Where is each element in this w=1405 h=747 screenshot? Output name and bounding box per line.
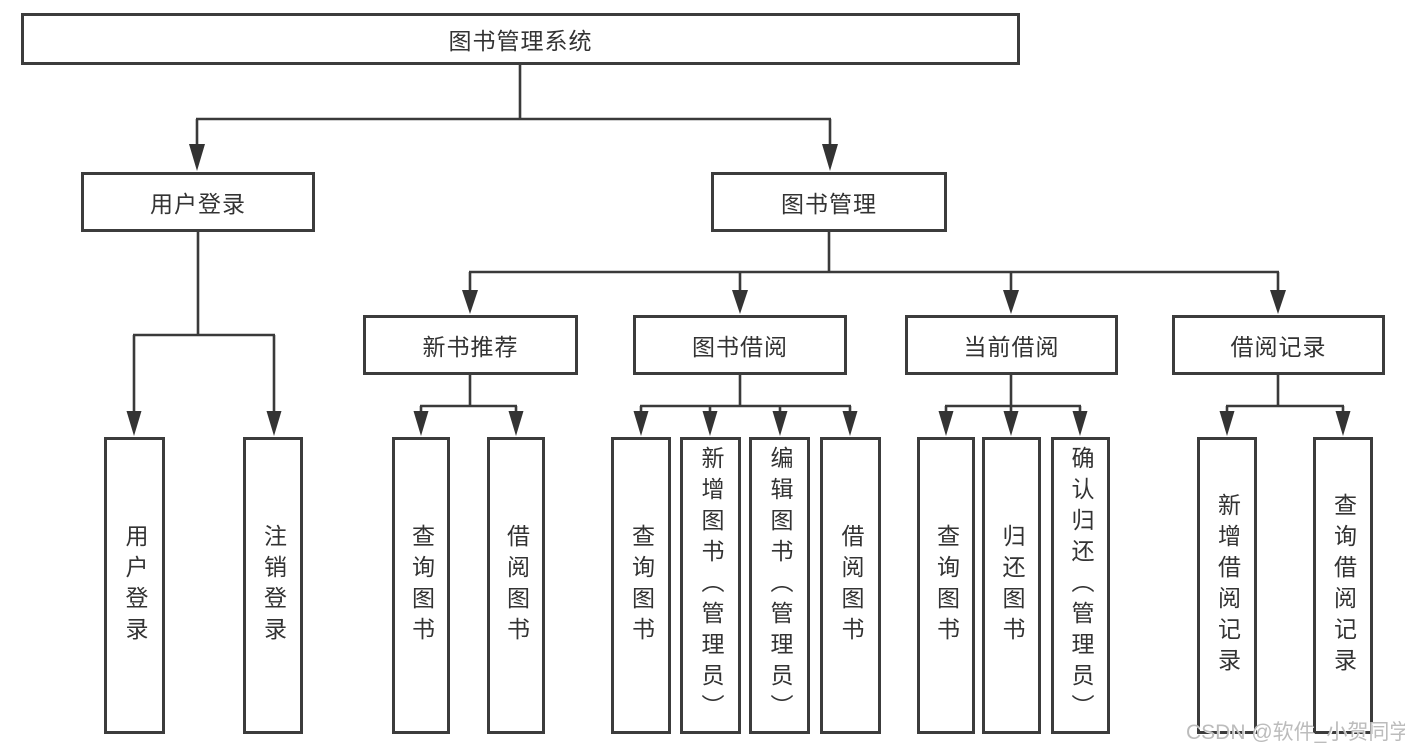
- leaf-query-books-current: 查询图书: [917, 437, 975, 734]
- node-label: 查询借阅记录: [1330, 492, 1357, 679]
- node-library-management-system: 图书管理系统: [21, 13, 1020, 65]
- node-book-borrowing: 图书借阅: [633, 315, 847, 375]
- leaf-edit-book-admin: 编辑图书（管理员）: [749, 437, 810, 734]
- node-label: 新增图书（管理员）: [698, 446, 724, 725]
- node-label: 新增借阅记录: [1214, 492, 1241, 679]
- node-label: 借阅图书: [838, 523, 864, 648]
- leaf-add-book-admin: 新增图书（管理员）: [680, 437, 741, 734]
- leaf-borrow-books-recommend: 借阅图书: [487, 437, 545, 734]
- node-label: 用户登录: [122, 523, 148, 648]
- leaf-return-book: 归还图书: [982, 437, 1041, 734]
- node-label: 图书管理: [781, 191, 877, 217]
- node-label: 借阅记录: [1230, 334, 1327, 360]
- node-label: 图书借阅: [692, 334, 788, 360]
- node-book-management: 图书管理: [711, 172, 947, 232]
- node-label: 用户登录: [150, 191, 246, 217]
- leaf-confirm-return-admin: 确认归还（管理员）: [1051, 437, 1110, 734]
- node-current-borrowing: 当前借阅: [905, 315, 1118, 375]
- node-label: 注销登录: [260, 523, 287, 648]
- csdn-watermark: CSDN @软件_小贺同学: [1186, 721, 1405, 744]
- node-label: 图书管理系统: [448, 28, 593, 54]
- node-label: 编辑图书（管理员）: [767, 446, 793, 725]
- node-label: 查询图书: [628, 523, 655, 648]
- node-user-login: 用户登录: [81, 172, 315, 232]
- node-label: 确认归还（管理员）: [1068, 446, 1094, 725]
- node-label: 归还图书: [999, 523, 1025, 648]
- node-label: 查询图书: [933, 523, 960, 648]
- node-label: 借阅图书: [503, 523, 530, 648]
- leaf-query-borrow-record: 查询借阅记录: [1313, 437, 1373, 734]
- leaf-logout: 注销登录: [243, 437, 303, 734]
- node-borrowing-records: 借阅记录: [1172, 315, 1385, 375]
- node-label: 查询图书: [408, 523, 435, 648]
- leaf-user-login: 用户登录: [104, 437, 165, 734]
- node-label: 当前借阅: [963, 334, 1060, 360]
- node-new-book-recommendation: 新书推荐: [363, 315, 578, 375]
- leaf-add-borrow-record: 新增借阅记录: [1197, 437, 1257, 734]
- leaf-borrow-books: 借阅图书: [820, 437, 881, 734]
- leaf-query-books-borrowing: 查询图书: [611, 437, 671, 734]
- node-label: 新书推荐: [422, 334, 519, 360]
- leaf-query-books-recommend: 查询图书: [392, 437, 450, 734]
